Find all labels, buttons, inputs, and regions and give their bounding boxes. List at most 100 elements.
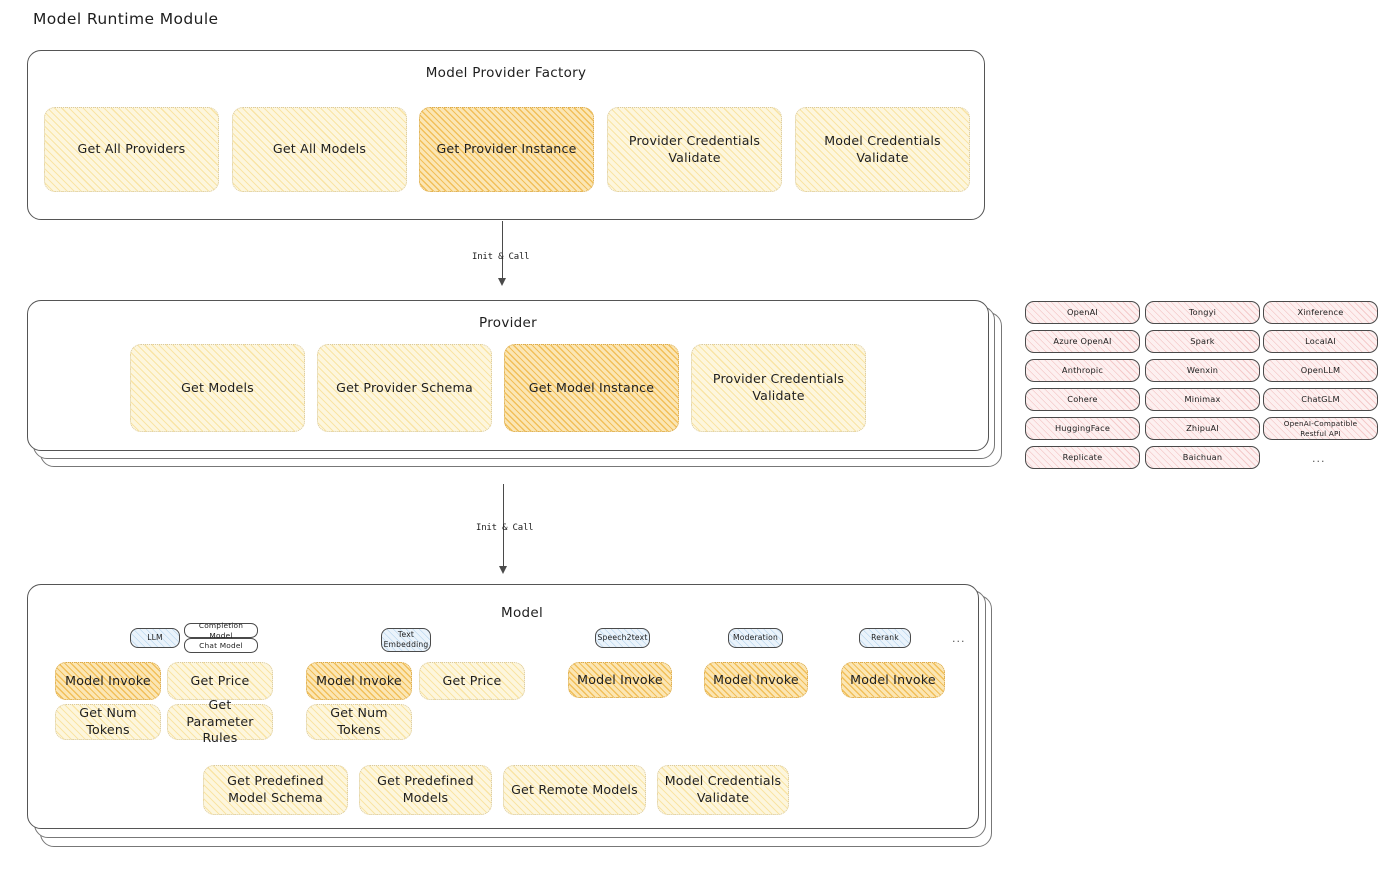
provider-node-label: Get Models (181, 379, 254, 395)
model-subbadge-label: Chat Model (199, 640, 243, 650)
factory-node-label: Get Provider Instance (436, 141, 577, 157)
factory-node-label: Model Credentials Validate (824, 132, 941, 165)
llm-method-label: Get Price (190, 672, 250, 688)
model-type-badge-text-embedding[interactable]: Text Embedding (381, 628, 431, 652)
provider-title: Provider (479, 315, 537, 331)
provider-pill-spark[interactable]: Spark (1145, 330, 1260, 353)
factory-node-label: Get All Providers (77, 141, 186, 157)
llm-method-get-num-tokens[interactable]: Get Num Tokens (55, 704, 161, 740)
provider-pill-label: Replicate (1062, 452, 1103, 463)
provider-pill-label: HuggingFace (1054, 423, 1111, 434)
provider-pill-label: OpenLLM (1300, 365, 1341, 376)
model-type-badge-label: Rerank (871, 632, 899, 642)
factory-node-get-all-models[interactable]: Get All Models (232, 107, 407, 192)
model-provider-factory-title: Model Provider Factory (425, 65, 587, 81)
provider-node-provider-credentials-validate[interactable]: Provider Credentials Validate (691, 344, 866, 432)
text-embedding-method-label: Model Invoke (316, 672, 402, 688)
provider-node-get-models[interactable]: Get Models (130, 344, 305, 432)
model-shared-model-credentials-validate[interactable]: Model Credentials Validate (657, 765, 789, 815)
provider-pill-zhipuai[interactable]: ZhipuAI (1145, 417, 1260, 440)
provider-pill-label: Spark (1190, 336, 1215, 347)
provider-pill-label: Cohere (1067, 394, 1098, 405)
text-embedding-method-label: Get Price (442, 672, 502, 688)
model-type-badge-label: Moderation (733, 632, 779, 642)
arrow-factory-to-provider-head (498, 278, 506, 286)
text-embedding-method-get-num-tokens[interactable]: Get Num Tokens (306, 704, 412, 740)
model-type-badge-llm[interactable]: LLM (130, 628, 180, 648)
speech2text-method-label: Model Invoke (577, 671, 663, 687)
provider-node-label: Provider Credentials Validate (712, 371, 845, 403)
model-shared-label: Get Remote Models (511, 781, 638, 797)
model-type-badge-label: LLM (147, 632, 163, 642)
moderation-method-label: Model Invoke (713, 671, 799, 687)
factory-node-get-all-providers[interactable]: Get All Providers (44, 107, 219, 192)
model-subbadge-completion-model[interactable]: Completion Model (184, 620, 258, 640)
provider-pill-label: Baichuan (1182, 452, 1223, 463)
provider-node-get-model-instance[interactable]: Get Model Instance (504, 344, 679, 432)
provider-pill-wenxin[interactable]: Wenxin (1145, 359, 1260, 382)
model-type-badge-speech2text[interactable]: Speech2text (595, 628, 650, 648)
provider-pill-replicate[interactable]: Replicate (1025, 446, 1140, 469)
provider-pill-tongyi[interactable]: Tongyi (1145, 301, 1260, 324)
model-type-badge-label: Speech2text (597, 632, 648, 642)
text-embedding-method-model-invoke[interactable]: Model Invoke (306, 662, 412, 700)
provider-pill-openai[interactable]: OpenAI (1025, 301, 1140, 324)
factory-node-provider-credentials-validate[interactable]: Provider Credentials Validate (607, 107, 782, 192)
provider-pill-localai[interactable]: LocalAI (1263, 330, 1378, 353)
factory-node-label: Get All Models (272, 141, 367, 157)
provider-pill-openai-compatible-restful-api[interactable]: OpenAI-Compatible Restful API (1263, 417, 1378, 440)
factory-node-model-credentials-validate[interactable]: Model Credentials Validate (795, 107, 970, 192)
llm-method-label: Get Parameter Rules (186, 697, 254, 746)
provider-pill-xinference[interactable]: Xinference (1263, 301, 1378, 324)
rerank-method-model-invoke[interactable]: Model Invoke (841, 662, 945, 698)
provider-pill-openllm[interactable]: OpenLLM (1263, 359, 1378, 382)
text-embedding-method-get-price[interactable]: Get Price (419, 662, 525, 700)
provider-pill-label: ZhipuAI (1186, 423, 1219, 434)
provider-pill-label: LocalAI (1305, 336, 1336, 347)
arrow-provider-to-model-label: Init & Call (476, 523, 534, 533)
provider-pill-label: OpenAI-Compatible Restful API (1283, 419, 1358, 438)
provider-pill-cohere[interactable]: Cohere (1025, 388, 1140, 411)
arrow-factory-to-provider-line (502, 221, 504, 283)
llm-method-get-price[interactable]: Get Price (167, 662, 273, 700)
text-embedding-method-label: Get Num Tokens (330, 705, 388, 737)
factory-node-get-provider-instance[interactable]: Get Provider Instance (419, 107, 594, 192)
model-type-badge-rerank[interactable]: Rerank (859, 628, 911, 648)
provider-pill-label: OpenAI (1066, 307, 1099, 318)
model-type-badge-label: Text Embedding (383, 629, 429, 649)
llm-method-label: Model Invoke (65, 672, 151, 688)
page-title: Model Runtime Module (33, 10, 219, 28)
model-shared-get-predefined-model-schema[interactable]: Get Predefined Model Schema (203, 765, 348, 815)
model-shared-label: Get Predefined Models (377, 773, 474, 805)
provider-pill-minimax[interactable]: Minimax (1145, 388, 1260, 411)
model-shared-get-predefined-models[interactable]: Get Predefined Models (359, 765, 492, 815)
model-subbadge-chat-model[interactable]: Chat Model (184, 638, 258, 653)
provider-pill-label: Azure OpenAI (1053, 336, 1112, 347)
provider-pill-anthropic[interactable]: Anthropic (1025, 359, 1140, 382)
rerank-method-label: Model Invoke (850, 671, 936, 687)
model-subbadge-label: Completion Model (198, 620, 244, 640)
provider-pill-chatglm[interactable]: ChatGLM (1263, 388, 1378, 411)
provider-pill-label: Wenxin (1186, 365, 1219, 376)
provider-pill-label: Minimax (1184, 394, 1221, 405)
speech2text-method-model-invoke[interactable]: Model Invoke (568, 662, 672, 698)
model-types-more-ellipsis: ... (952, 632, 966, 645)
llm-method-get-parameter-rules[interactable]: Get Parameter Rules (167, 697, 273, 745)
provider-node-label: Get Provider Schema (336, 379, 473, 395)
provider-pill-label: ChatGLM (1301, 394, 1340, 405)
llm-method-model-invoke[interactable]: Model Invoke (55, 662, 161, 700)
model-type-badge-moderation[interactable]: Moderation (728, 628, 783, 648)
moderation-method-model-invoke[interactable]: Model Invoke (704, 662, 808, 698)
provider-pill-huggingface[interactable]: HuggingFace (1025, 417, 1140, 440)
provider-pill-label: Anthropic (1061, 365, 1104, 376)
provider-pill-label: Xinference (1297, 307, 1344, 318)
arrow-provider-to-model-line (503, 484, 505, 570)
model-shared-get-remote-models[interactable]: Get Remote Models (503, 765, 646, 815)
llm-method-label: Get Num Tokens (79, 705, 137, 737)
provider-pill-azure-openai[interactable]: Azure OpenAI (1025, 330, 1140, 353)
provider-node-get-provider-schema[interactable]: Get Provider Schema (317, 344, 492, 432)
model-title: Model (501, 605, 544, 621)
arrow-factory-to-provider-label: Init & Call (472, 252, 530, 262)
provider-pill-baichuan[interactable]: Baichuan (1145, 446, 1260, 469)
